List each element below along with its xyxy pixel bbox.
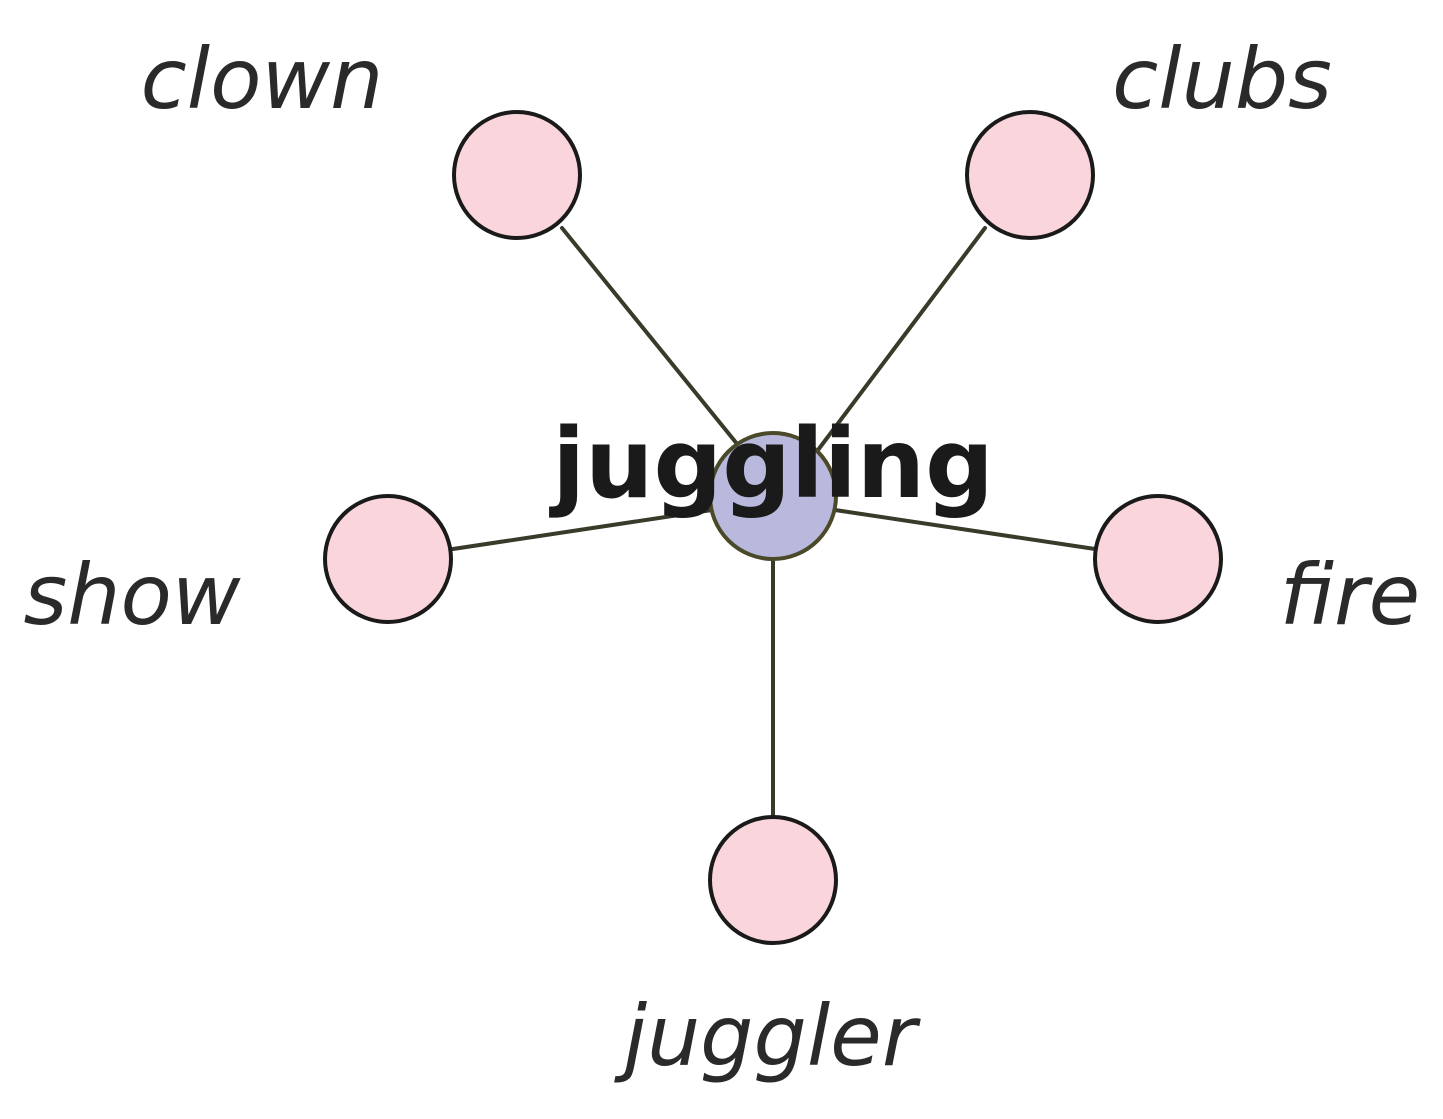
- node-show: [323, 494, 453, 624]
- label-fire: fire: [1280, 546, 1420, 644]
- center-label: juggling: [548, 408, 994, 520]
- edge-show: [451, 508, 714, 551]
- label-clubs: clubs: [1112, 30, 1332, 128]
- leaf-nodes: [323, 110, 1223, 945]
- label-show: show: [23, 546, 240, 644]
- label-clown: clown: [141, 30, 384, 128]
- node-fire: [1093, 494, 1223, 624]
- edge-fire: [833, 508, 1097, 551]
- edge-clown: [560, 226, 744, 452]
- leaf-labels: clown clubs show fire juggler: [23, 30, 1420, 1085]
- label-juggler: juggler: [614, 987, 921, 1085]
- node-clown: [452, 110, 582, 240]
- node-juggler: [708, 815, 838, 945]
- edges: [451, 226, 1097, 820]
- node-clubs: [965, 110, 1095, 240]
- node-juggling: [708, 431, 838, 561]
- edge-clubs: [816, 226, 987, 452]
